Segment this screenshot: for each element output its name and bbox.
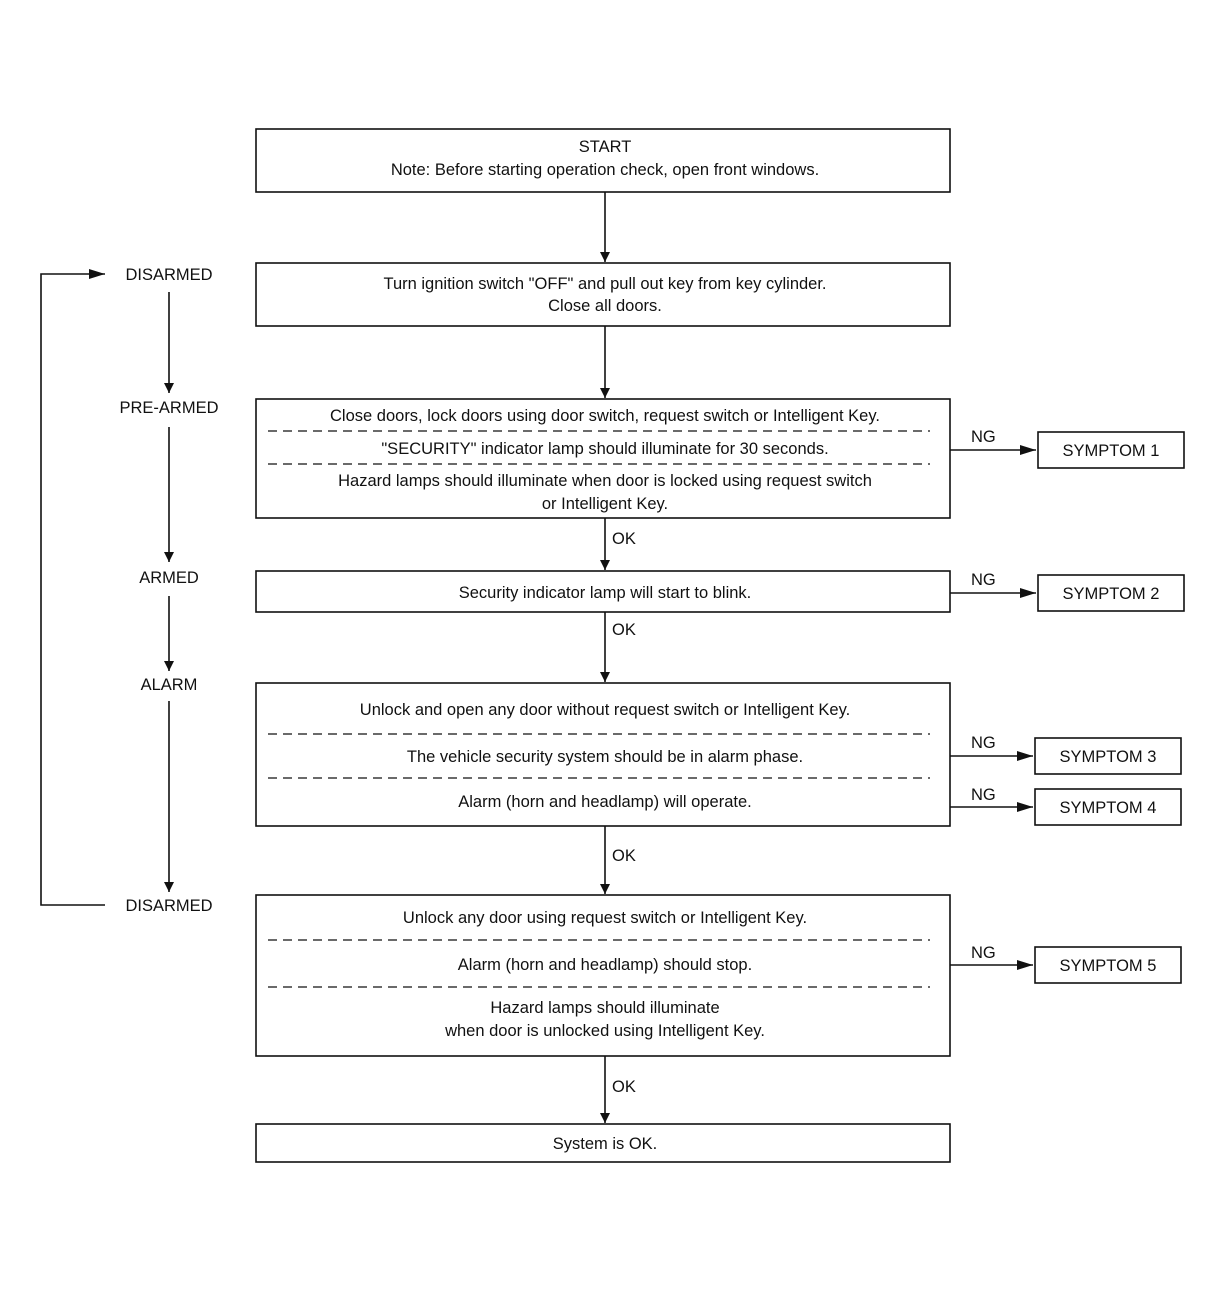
step-alarm-stop-line: Alarm (horn and headlamp) should stop. — [458, 956, 752, 974]
ok-label: OK — [612, 847, 636, 865]
start-box-line-2: Note: Before starting operation check, o… — [391, 161, 819, 179]
return-loop-arrow — [40, 269, 105, 906]
ok-label: OK — [612, 621, 636, 639]
step-hazard-lamps-line-1: Hazard lamps should illuminate when door… — [338, 472, 872, 490]
ng-label: NG — [971, 734, 996, 752]
state-disarmed-top: DISARMED — [125, 266, 212, 284]
step-disarm-box: Unlock any door using request switch or … — [255, 894, 951, 1057]
step-indicator-blink-box: Security indicator lamp will start to bl… — [255, 570, 951, 613]
symptom-5-label: SYMPTOM 5 — [1060, 957, 1157, 975]
ng-label: NG — [971, 571, 996, 589]
symptom-3-label: SYMPTOM 3 — [1060, 748, 1157, 766]
ng-label: NG — [971, 786, 996, 804]
ok-label: OK — [612, 530, 636, 548]
step-alarm-box: Unlock and open any door without request… — [255, 682, 951, 827]
step-hazard-lamps-line-2: or Intelligent Key. — [542, 495, 668, 513]
step-ignition-off-line-2: Close all doors. — [548, 297, 662, 315]
start-box-line-1: START — [579, 138, 632, 156]
step-indicator-blink-line: Security indicator lamp will start to bl… — [459, 584, 752, 602]
step-hazard-unlock-line-1: Hazard lamps should illuminate — [490, 999, 719, 1017]
start-box: START Note: Before starting operation ch… — [255, 128, 951, 193]
state-pre-armed: PRE-ARMED — [119, 399, 218, 417]
symptom-2-box: SYMPTOM 2 — [1037, 574, 1185, 612]
end-box-line: System is OK. — [553, 1135, 658, 1153]
step-security-lamp-line: "SECURITY" indicator lamp should illumin… — [381, 440, 828, 458]
state-alarm: ALARM — [141, 676, 198, 694]
symptom-1-box: SYMPTOM 1 — [1037, 431, 1185, 469]
symptom-3-box: SYMPTOM 3 — [1034, 737, 1182, 775]
ok-label: OK — [612, 1078, 636, 1096]
symptom-5-box: SYMPTOM 5 — [1034, 946, 1182, 984]
step-alarm-operate-line: Alarm (horn and headlamp) will operate. — [458, 793, 751, 811]
step-ignition-off-line-1: Turn ignition switch "OFF" and pull out … — [383, 275, 826, 293]
step-hazard-unlock-line-2: when door is unlocked using Intelligent … — [444, 1022, 765, 1040]
step-alarm-phase-line: The vehicle security system should be in… — [407, 748, 803, 766]
end-box: System is OK. — [255, 1123, 951, 1163]
step-unlock-any-door-line: Unlock any door using request switch or … — [403, 909, 807, 927]
symptom-4-box: SYMPTOM 4 — [1034, 788, 1182, 826]
ng-label: NG — [971, 428, 996, 446]
symptom-2-label: SYMPTOM 2 — [1063, 585, 1160, 603]
symptom-1-label: SYMPTOM 1 — [1063, 442, 1160, 460]
state-armed: ARMED — [139, 569, 199, 587]
step-lock-doors-line: Close doors, lock doors using door switc… — [330, 407, 880, 425]
step-ignition-off-box: Turn ignition switch "OFF" and pull out … — [255, 262, 951, 327]
ng-label: NG — [971, 944, 996, 962]
state-disarmed-bottom: DISARMED — [125, 897, 212, 915]
step-lock-doors-box: Close doors, lock doors using door switc… — [255, 398, 951, 519]
step-unlock-open-line: Unlock and open any door without request… — [360, 701, 850, 719]
symptom-4-label: SYMPTOM 4 — [1060, 799, 1157, 817]
